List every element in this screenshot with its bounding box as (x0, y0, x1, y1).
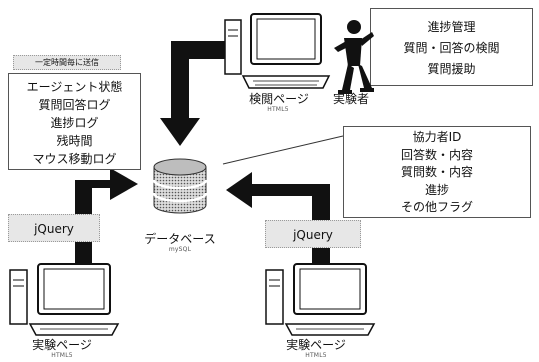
jquery-tag-right: jQuery (265, 220, 361, 248)
review-page-tech: HTML5 (267, 106, 289, 113)
agent-data-panel: エージェント状態 質問回答ログ 進捗ログ 残時間 マウス移動ログ (8, 73, 141, 170)
agent-state: エージェント状態 (26, 80, 123, 94)
progress: 進捗 (424, 182, 449, 197)
admin-task-progress: 進捗管理 (427, 20, 476, 34)
send-interval-label: 一定時間毎に送信 (13, 55, 121, 70)
arrow-right-exp-to-db (226, 172, 330, 270)
arrow-review-to-db (160, 41, 232, 146)
qa-log: 質問回答ログ (38, 98, 111, 112)
admin-task-censor: 質問・回答の検閲 (403, 41, 500, 55)
right-exp-page-label: 実験ページ (286, 338, 346, 352)
right-computer-icon (265, 263, 376, 336)
left-exp-page-label: 実験ページ (32, 338, 92, 352)
right-exp-page-tech: HTML5 (305, 352, 327, 359)
review-computer-icon (224, 13, 331, 89)
left-computer-icon (9, 263, 120, 336)
database-label: データベース (144, 232, 216, 246)
experimenter-icon (334, 20, 374, 94)
collaborator-data-panel: 協力者ID 回答数・内容 質問数・内容 進捗 その他フラグ (343, 126, 531, 218)
jquery-tag-left: jQuery (8, 214, 100, 242)
collaborator-id: 協力者ID (412, 130, 462, 144)
remaining-time: 残時間 (56, 134, 93, 148)
review-page-label: 検閲ページ (249, 92, 309, 106)
arrow-left-exp-to-db (75, 168, 138, 269)
experimenter-label: 実験者 (332, 92, 369, 106)
admin-tasks-panel: 進捗管理 質問・回答の検閲 質問援助 (370, 8, 533, 86)
progress-log: 進捗ログ (50, 116, 99, 130)
mouse-log: マウス移動ログ (32, 152, 117, 166)
database-tech: mySQL (168, 246, 192, 253)
question-count: 質問数・内容 (400, 165, 473, 179)
left-exp-page-tech: HTML5 (51, 352, 73, 359)
database-icon (152, 158, 208, 214)
answer-count: 回答数・内容 (400, 147, 473, 162)
other-flags: その他フラグ (400, 200, 473, 214)
connector-line (222, 135, 344, 165)
admin-task-assist: 質問援助 (427, 62, 476, 76)
